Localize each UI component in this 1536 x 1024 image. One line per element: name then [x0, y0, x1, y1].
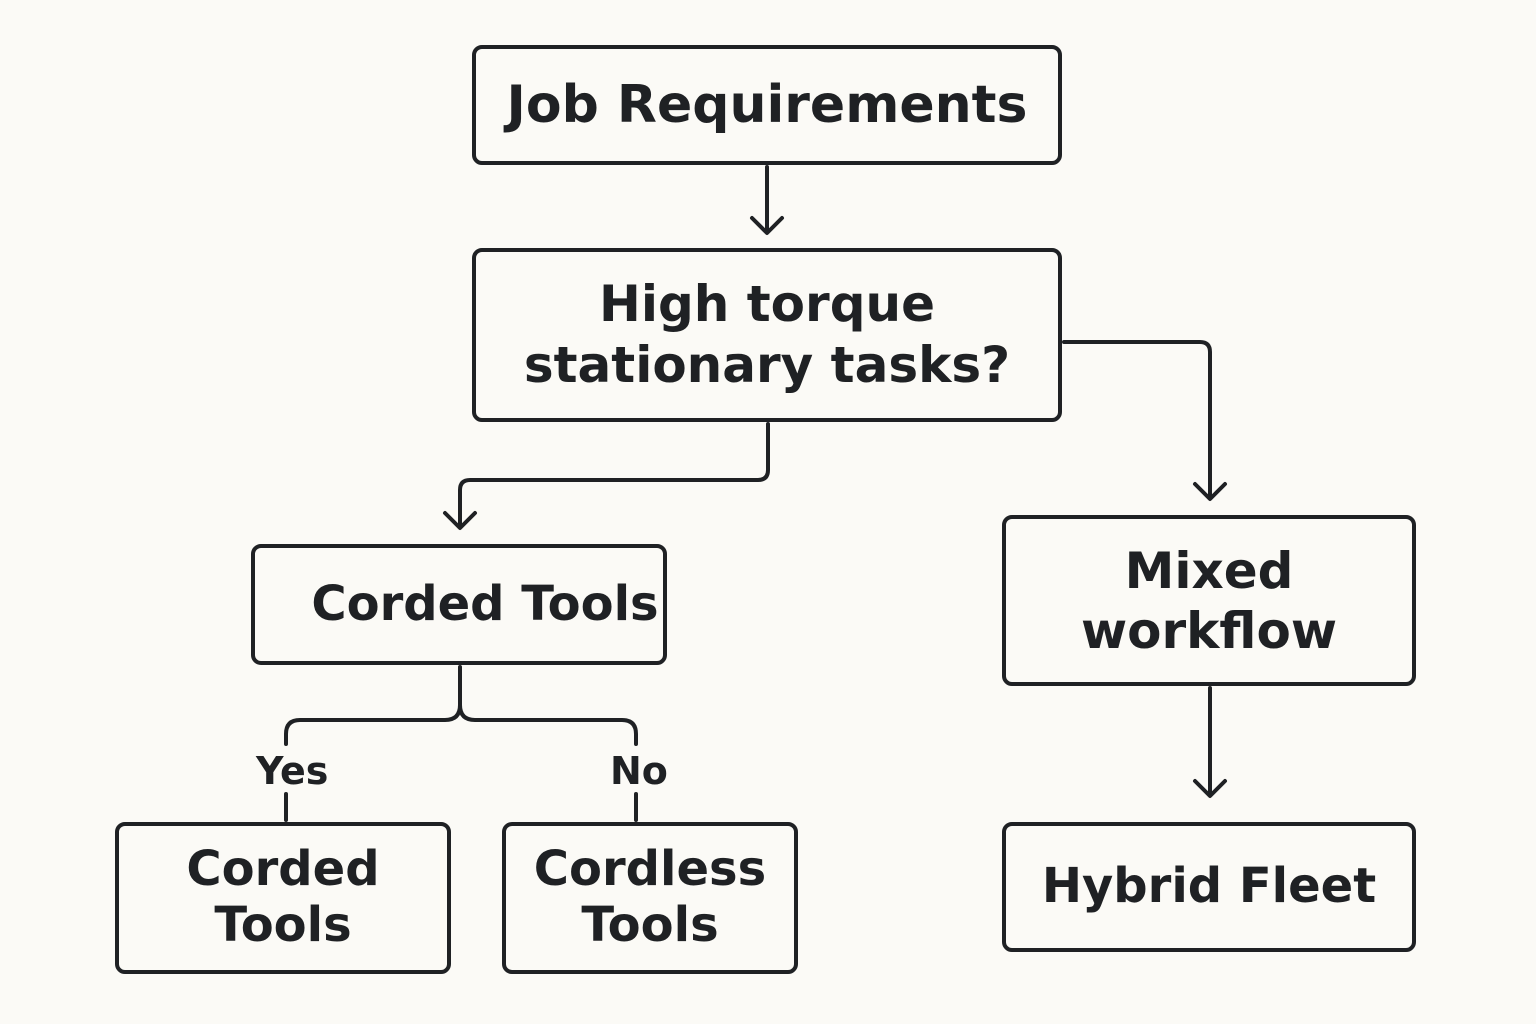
node-corded-tools-result: Corded Tools: [115, 822, 451, 974]
arrowhead-mixed-to-hybrid: [1193, 779, 1227, 798]
node-cordless-tools-result-label: Cordless Tools: [533, 841, 767, 953]
connector-corded-no-branch: [458, 703, 638, 746]
node-corded-tools-decision-label: Corded Tools: [311, 575, 659, 632]
arrowhead-high-to-mixed: [1193, 482, 1227, 501]
node-job-requirements-label: Job Requirements: [506, 74, 1028, 135]
node-job-requirements: Job Requirements: [472, 45, 1062, 165]
arrowhead-job-to-high: [750, 216, 784, 235]
node-corded-tools-result-label: Corded Tools: [186, 841, 380, 953]
node-high-torque-question-label: High torque stationary tasks?: [523, 275, 1011, 394]
node-mixed-workflow: Mixed workflow: [1002, 515, 1416, 686]
node-hybrid-fleet-label: Hybrid Fleet: [1041, 858, 1377, 915]
connector-high-to-corded: [458, 422, 770, 529]
node-corded-tools-decision: Corded Tools: [251, 544, 667, 665]
node-hybrid-fleet: Hybrid Fleet: [1002, 822, 1416, 952]
connector-high-to-mixed: [1062, 340, 1212, 500]
connector-corded-yes-branch: [284, 665, 462, 746]
node-high-torque-question: High torque stationary tasks?: [472, 248, 1062, 422]
node-cordless-tools-result: Cordless Tools: [502, 822, 798, 974]
arrowhead-high-to-corded: [443, 511, 477, 530]
node-mixed-workflow-label: Mixed workflow: [1080, 541, 1338, 660]
edge-label-yes: Yes: [252, 750, 333, 792]
edge-label-no: No: [606, 750, 672, 792]
